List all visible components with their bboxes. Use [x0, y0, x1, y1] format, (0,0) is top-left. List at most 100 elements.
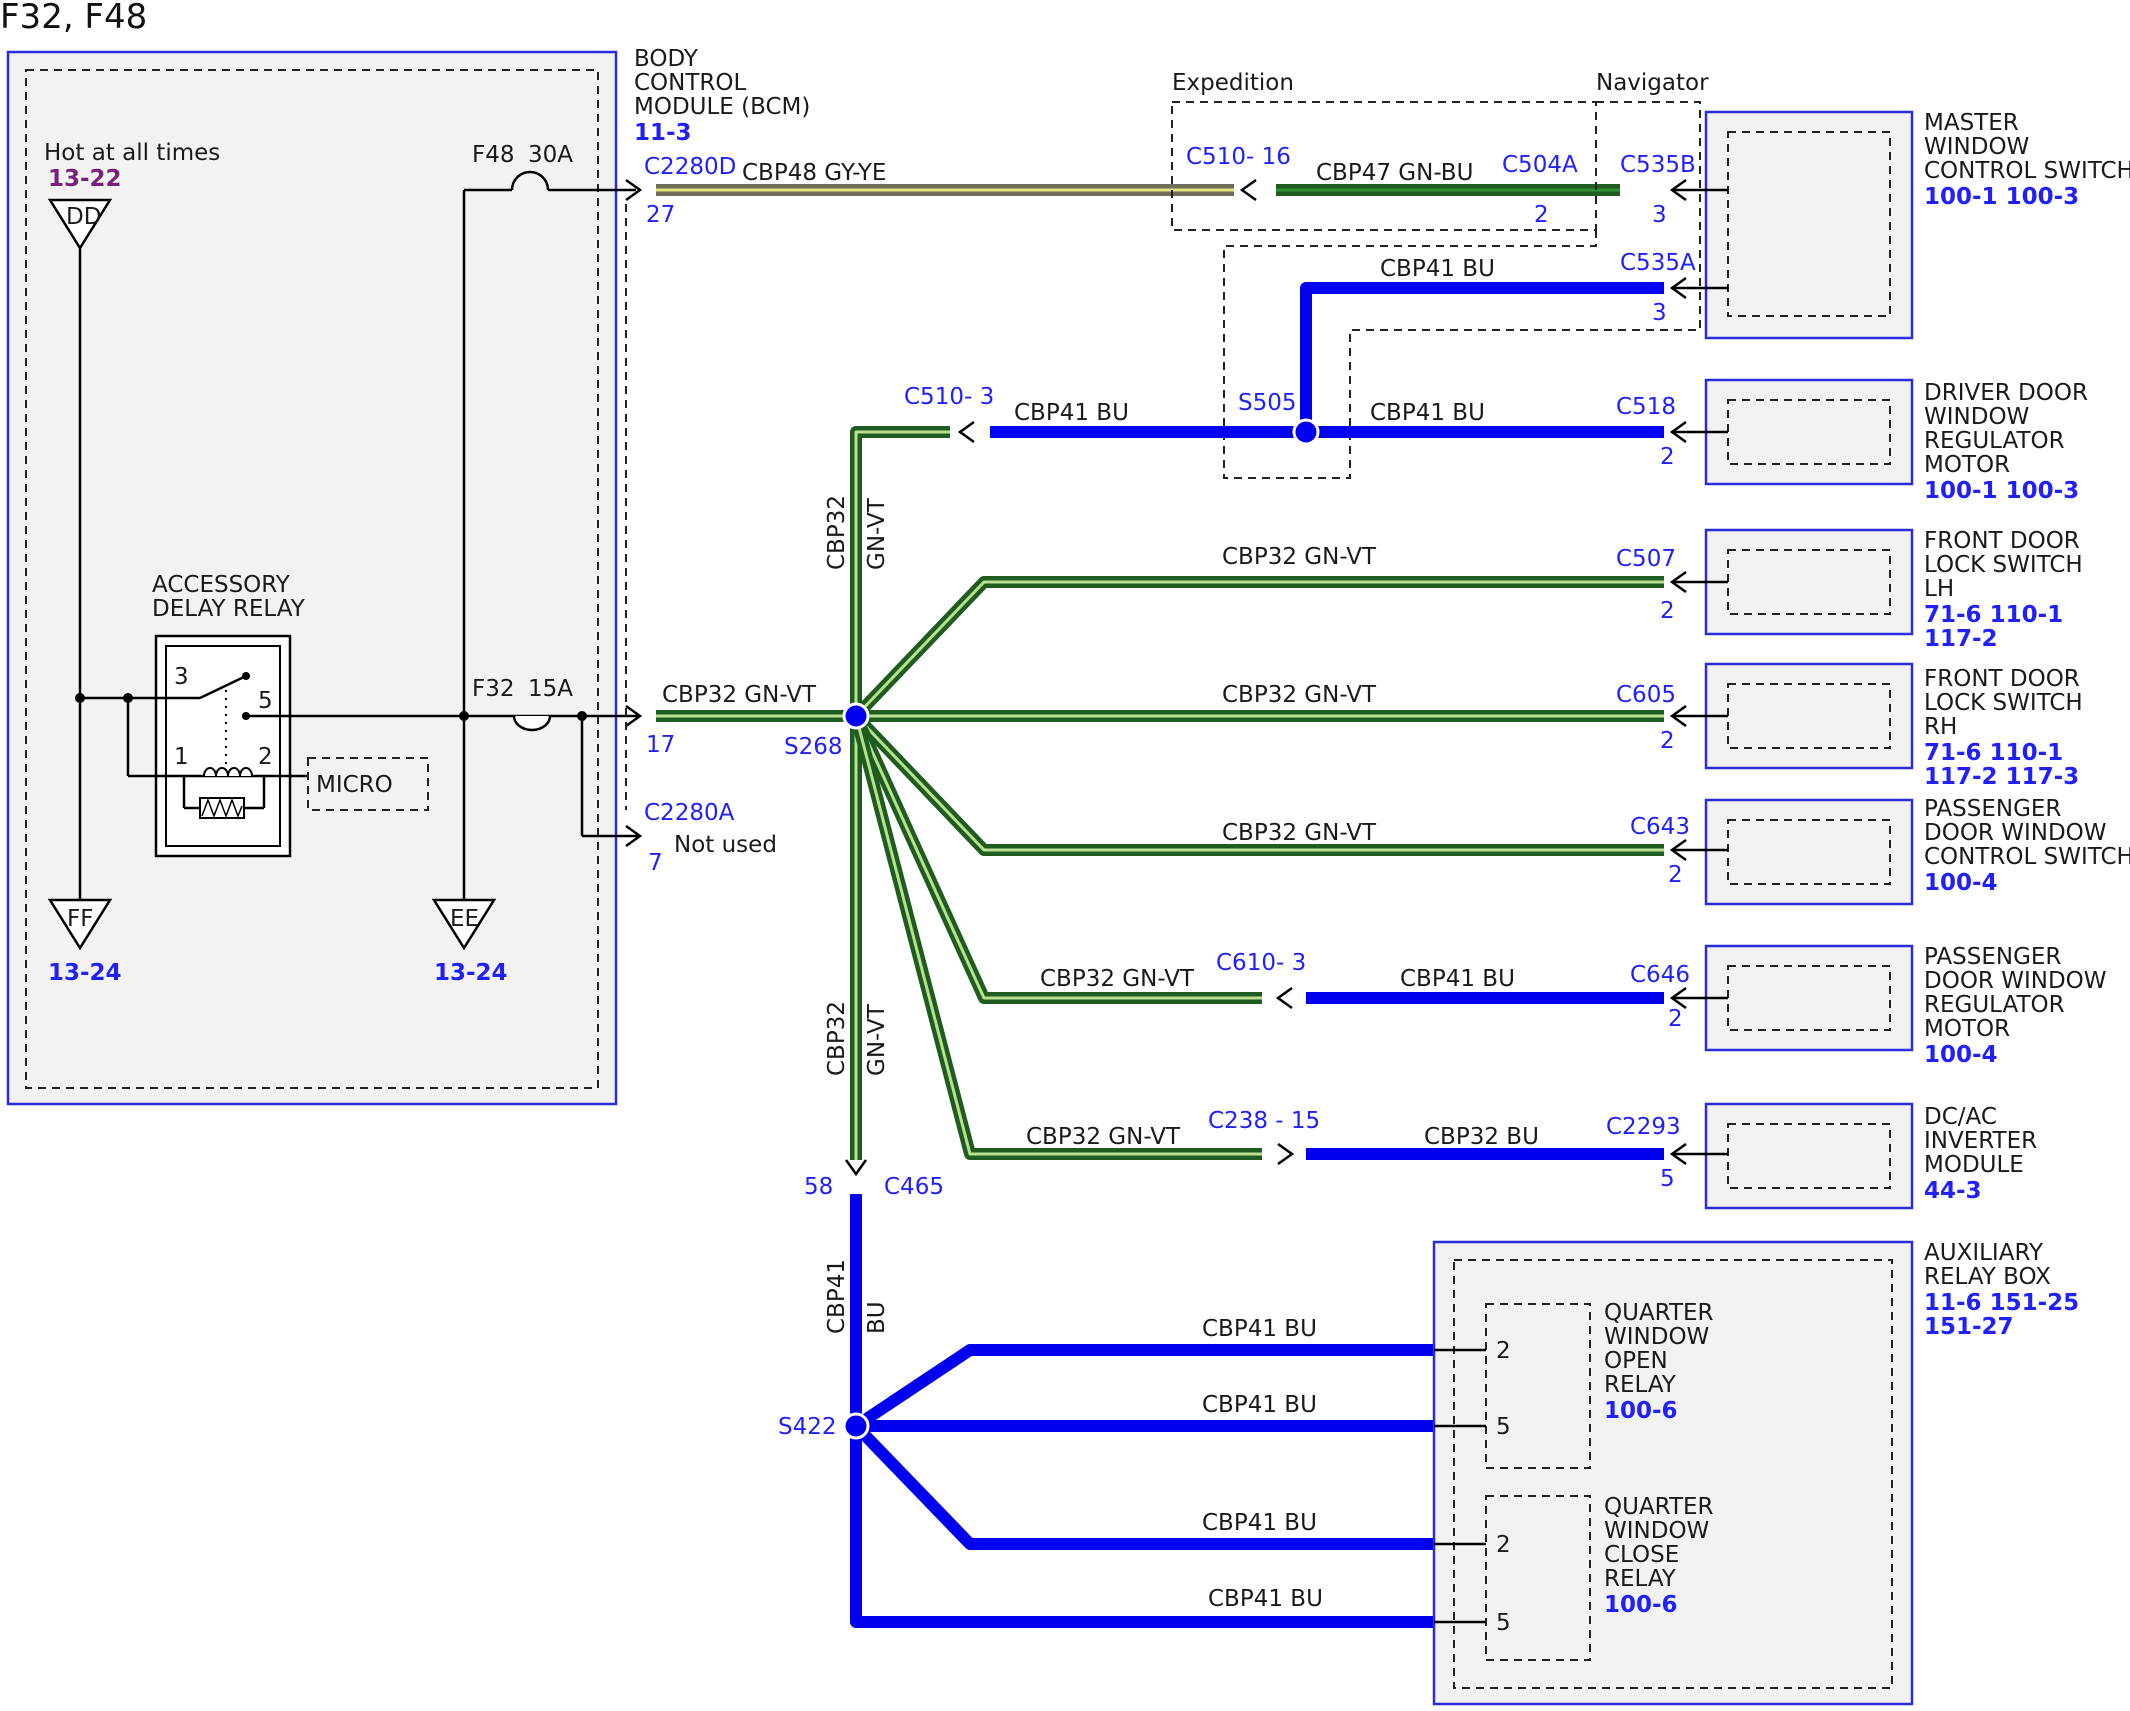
wire-cbp32-label-c238: CBP32 GN-VT — [1026, 1124, 1181, 1150]
splice-s505[interactable] — [1292, 418, 1320, 446]
lock-lh-label-1: FRONT DOOR — [1924, 528, 2080, 554]
pass-switch-label-2: DOOR WINDOW — [1924, 820, 2107, 846]
relay-label-2: DELAY RELAY — [152, 596, 306, 622]
splice-s422[interactable] — [842, 1412, 870, 1440]
term-ee-label: EE — [450, 906, 479, 932]
pass-motor-label-2: DOOR WINDOW — [1924, 968, 2107, 994]
driver-motor-ref[interactable]: 100-1 100-3 — [1924, 478, 2079, 504]
c2280d-arrow-icon — [625, 178, 643, 202]
pass-switch-ref[interactable]: 100-4 — [1924, 870, 1998, 896]
splice-s268[interactable] — [842, 702, 870, 730]
qw-open-label-2: WINDOW — [1604, 1324, 1709, 1350]
pass-switch-box[interactable] — [1704, 798, 1914, 906]
c465-pin: 58 — [804, 1174, 833, 1200]
wire-cbp32-label-c643: CBP32 GN-VT — [1222, 820, 1377, 846]
c535b-label: C535B — [1620, 152, 1696, 178]
wire-cbp41-label-top: CBP41 BU — [1380, 256, 1495, 282]
aux-pin-5a: 5 — [1496, 1414, 1511, 1440]
lock-rh-ref-2[interactable]: 117-2 117-3 — [1924, 764, 2079, 790]
expedition-label: Expedition — [1172, 70, 1294, 96]
s505-label: S505 — [1238, 390, 1297, 416]
lock-lh-label-2: LOCK SWITCH — [1924, 552, 2083, 578]
fuse-f48-amps: 30A — [528, 142, 573, 168]
cbp32-network — [656, 426, 1664, 1160]
aux-ref-1[interactable]: 11-6 151-25 — [1924, 1290, 2079, 1316]
pass-motor-label-1: PASSENGER — [1924, 944, 2061, 970]
c510-3-arrow-icon — [957, 420, 975, 444]
lock-lh-ref-2[interactable]: 117-2 — [1924, 626, 1998, 652]
relay-switch-blade-icon — [199, 674, 247, 700]
resistor-zigzag-icon — [201, 797, 243, 819]
wire-cbp41-label-qw3: CBP41 BU — [1202, 1510, 1317, 1536]
c504a-label: C504A — [1502, 152, 1578, 178]
term-dd-icon — [47, 198, 113, 251]
bcm-ref[interactable]: 11-3 — [634, 120, 692, 146]
master-switch-box[interactable] — [1704, 110, 1914, 340]
c2280a-label: C2280A — [644, 800, 735, 826]
c2280a-arrow-icon — [625, 824, 643, 848]
micro-box — [307, 757, 429, 811]
qw-open-label-1: QUARTER — [1604, 1300, 1714, 1326]
lock-lh-label-3: LH — [1924, 576, 1954, 602]
qw-close-ref[interactable]: 100-6 — [1604, 1592, 1678, 1618]
c2280a-pin: 7 — [648, 850, 663, 876]
lock-rh-box[interactable] — [1704, 662, 1914, 770]
c507-pin: 2 — [1660, 598, 1675, 624]
c465-arrow-icon — [844, 1159, 868, 1177]
junction-dot — [75, 693, 85, 703]
relay-contact-nc — [242, 672, 250, 680]
navigator-label: Navigator — [1596, 70, 1709, 96]
term-dd-label: DD — [66, 204, 101, 230]
wire-cbp32-vlabel-top: CBP32 — [824, 495, 850, 570]
micro-label: MICRO — [316, 772, 393, 798]
qw-close-label-2: WINDOW — [1604, 1518, 1709, 1544]
c2280d-pin: 27 — [646, 202, 675, 228]
pass-switch-inner — [1727, 819, 1891, 885]
c610-3-arrow-icon — [1275, 986, 1293, 1010]
qw-open-label-3: OPEN — [1604, 1348, 1668, 1374]
inverter-inner — [1727, 1123, 1891, 1189]
pass-motor-box[interactable] — [1704, 944, 1914, 1052]
inverter-box[interactable] — [1704, 1102, 1914, 1210]
hot-ref[interactable]: 13-22 — [48, 166, 122, 192]
lock-lh-ref-1[interactable]: 71-6 110-1 — [1924, 602, 2063, 628]
qw-open-relay-box[interactable] — [1485, 1303, 1591, 1469]
qw-open-ref[interactable]: 100-6 — [1604, 1398, 1678, 1424]
ee-ref[interactable]: 13-24 — [434, 960, 508, 986]
c510-16-arrow-icon — [1239, 178, 1257, 202]
wire-cbp32-bu-label: CBP32 BU — [1424, 1124, 1539, 1150]
page-title: F32, F48 — [0, 0, 147, 37]
wire-cbp41-label-right: CBP41 BU — [1370, 400, 1485, 426]
aux-ref-2[interactable]: 151-27 — [1924, 1314, 2014, 1340]
pass-motor-ref[interactable]: 100-4 — [1924, 1042, 1998, 1068]
aux-relay-box[interactable] — [1432, 1240, 1914, 1706]
master-switch-label-3: CONTROL SWITCH — [1924, 158, 2130, 184]
inverter-label-3: MODULE — [1924, 1152, 2024, 1178]
aux-pin-5b: 5 — [1496, 1610, 1511, 1636]
wire-cbp41-vlabel: CBP41 — [824, 1259, 850, 1334]
s422-label: S422 — [778, 1414, 837, 1440]
term-ff-label: FF — [67, 906, 93, 932]
master-switch-ref[interactable]: 100-1 100-3 — [1924, 184, 2079, 210]
aux-relay-inner — [1453, 1259, 1893, 1689]
navigator-region — [1223, 101, 1701, 479]
relay-pin-5: 5 — [258, 688, 273, 714]
aux-box-label-1: AUXILIARY — [1924, 1240, 2044, 1266]
c605-pin: 2 — [1660, 728, 1675, 754]
master-switch-inner — [1727, 131, 1891, 317]
c238-15-arrow-icon — [1277, 1142, 1295, 1166]
driver-motor-box[interactable] — [1704, 378, 1914, 486]
lock-rh-ref-1[interactable]: 71-6 110-1 — [1924, 740, 2063, 766]
s268-label: S268 — [784, 734, 843, 760]
relay-label-1: ACCESSORY — [152, 572, 291, 598]
qw-close-relay-box[interactable] — [1485, 1495, 1591, 1661]
wire-cbp41-label-qw2: CBP41 BU — [1202, 1392, 1317, 1418]
expedition-region — [1171, 101, 1597, 231]
ff-ref[interactable]: 13-24 — [48, 960, 122, 986]
pass-switch-label-1: PASSENGER — [1924, 796, 2061, 822]
inverter-ref[interactable]: 44-3 — [1924, 1178, 1982, 1204]
lock-lh-box[interactable] — [1704, 528, 1914, 636]
wire-cbp41-label-pass: CBP41 BU — [1400, 966, 1515, 992]
master-switch-label-2: WINDOW — [1924, 134, 2029, 160]
